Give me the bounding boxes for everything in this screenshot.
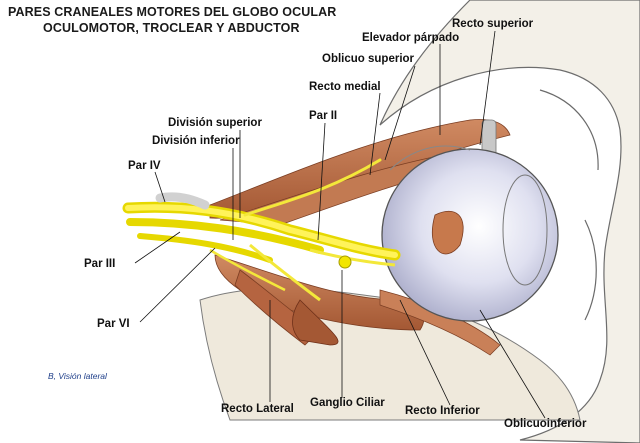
label-recto-superior: Recto superior	[452, 18, 534, 30]
label-recto-inferior: Recto Inferior	[405, 405, 480, 417]
label-par-vi: Par VI	[97, 318, 130, 330]
label-ganglio-ciliar: Ganglio Ciliar	[310, 397, 385, 409]
label-par-iv: Par IV	[128, 160, 161, 172]
label-oblicuo-inferior: Oblicuoinferior	[504, 418, 587, 430]
lower-muscles	[214, 254, 501, 356]
label-division-inferior: División inferior	[152, 135, 240, 147]
label-division-superior: División superior	[168, 117, 262, 129]
diagram-title-line2: OCULOMOTOR, TROCLEAR Y ABDUCTOR	[43, 21, 300, 35]
leader-lines	[134, 30, 546, 419]
label-oblicuo-superior: Oblicuo superior	[322, 53, 415, 65]
label-par-iii: Par III	[84, 258, 116, 270]
cranial-nerves	[122, 158, 401, 302]
eyeball	[381, 145, 559, 322]
label-recto-lateral: Recto Lateral	[221, 403, 294, 415]
label-recto-medial: Recto medial	[309, 81, 381, 93]
label-elevador-parpado: Elevador párpado	[362, 32, 460, 44]
diagram-title-line1: PARES CRANEALES MOTORES DEL GLOBO OCULAR	[8, 5, 337, 19]
label-par-ii: Par II	[309, 110, 338, 122]
figure-caption: B, Visión lateral	[48, 371, 107, 381]
